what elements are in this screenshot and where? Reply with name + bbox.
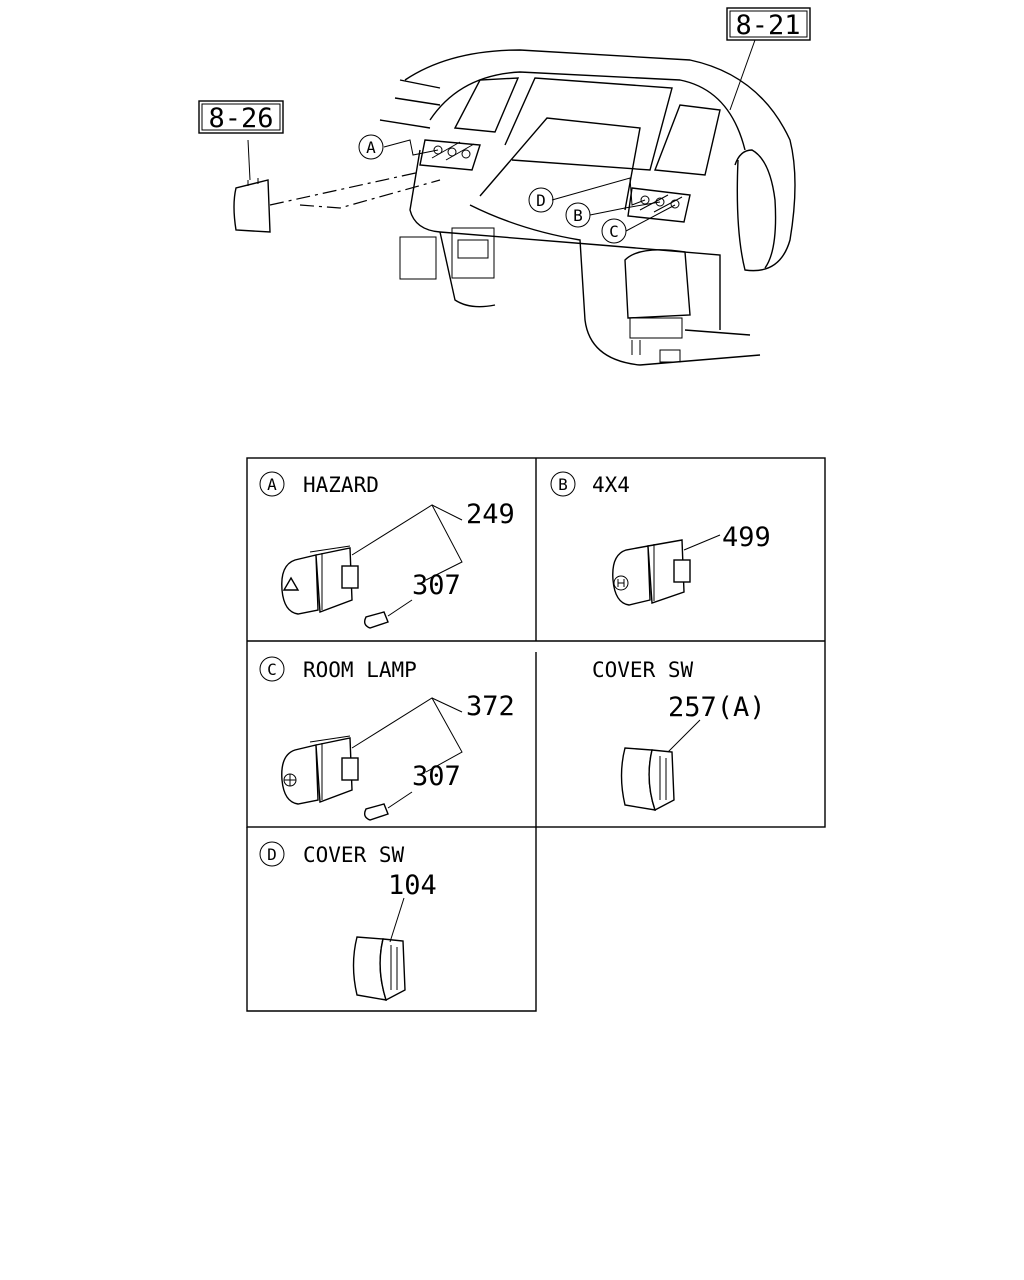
- part-number-104: 104: [388, 870, 437, 901]
- panel-c-title: ROOM LAMP: [303, 658, 417, 682]
- panel-hazard: A HAZARD 249 307: [259, 471, 515, 629]
- part-number-499: 499: [722, 522, 771, 553]
- panel-d-title: COVER SW: [303, 843, 405, 867]
- panel-cover-sw-d: D COVER SW 104: [259, 841, 437, 1002]
- part-number-307-a: 307: [412, 570, 461, 601]
- panel-cover-sw-title: COVER SW: [592, 658, 694, 682]
- panel-4x4: B 4X4 499: [550, 471, 771, 606]
- panel-d-letter: D: [267, 845, 277, 864]
- four-wheel-drive-switch: [612, 539, 691, 606]
- switch-cover-icon: [352, 936, 406, 1002]
- callout-d-label: D: [536, 191, 546, 210]
- callout-b-label: B: [573, 206, 583, 225]
- panel-room-lamp: C ROOM LAMP 372 307: [259, 656, 515, 821]
- hazard-switch: [281, 545, 359, 615]
- part-number-307-c: 307: [412, 761, 461, 792]
- callout-b: [565, 202, 591, 228]
- part-number-249: 249: [466, 499, 515, 530]
- four-wheel-drive-icon: [613, 575, 629, 591]
- callout-d: [528, 187, 554, 213]
- callout-a: [358, 134, 384, 160]
- side-cover-part: [233, 178, 271, 233]
- reference-box-cover: 8-26: [198, 100, 284, 134]
- callout-c: [601, 218, 627, 244]
- reference-main-label: 8-21: [735, 10, 800, 41]
- reference-box-main: 8-21: [726, 7, 811, 41]
- panel-a-title: HAZARD: [303, 473, 379, 497]
- bulb-part: [363, 611, 389, 629]
- bulb-part: [363, 803, 389, 821]
- panel-c-letter: C: [267, 660, 277, 679]
- panel-a-letter: A: [267, 475, 277, 494]
- panel-cover-sw-257a: COVER SW 257(A): [592, 658, 766, 812]
- right-switch-cluster: [627, 187, 691, 223]
- switch-cover-icon: [620, 747, 675, 812]
- part-number-257a: 257(A): [668, 692, 766, 723]
- reference-cover-label: 8-26: [208, 103, 273, 134]
- left-switch-cluster: [419, 139, 481, 171]
- panel-b-letter: B: [558, 475, 568, 494]
- part-number-372: 372: [466, 691, 515, 722]
- callout-a-label: A: [366, 138, 376, 157]
- panel-b-title: 4X4: [592, 473, 630, 497]
- hazard-triangle-icon: [282, 576, 300, 591]
- callout-c-label: C: [609, 222, 619, 241]
- dashboard-overview: A B C D: [233, 39, 796, 366]
- parts-grid: [246, 457, 826, 1012]
- room-lamp-switch: [281, 735, 359, 805]
